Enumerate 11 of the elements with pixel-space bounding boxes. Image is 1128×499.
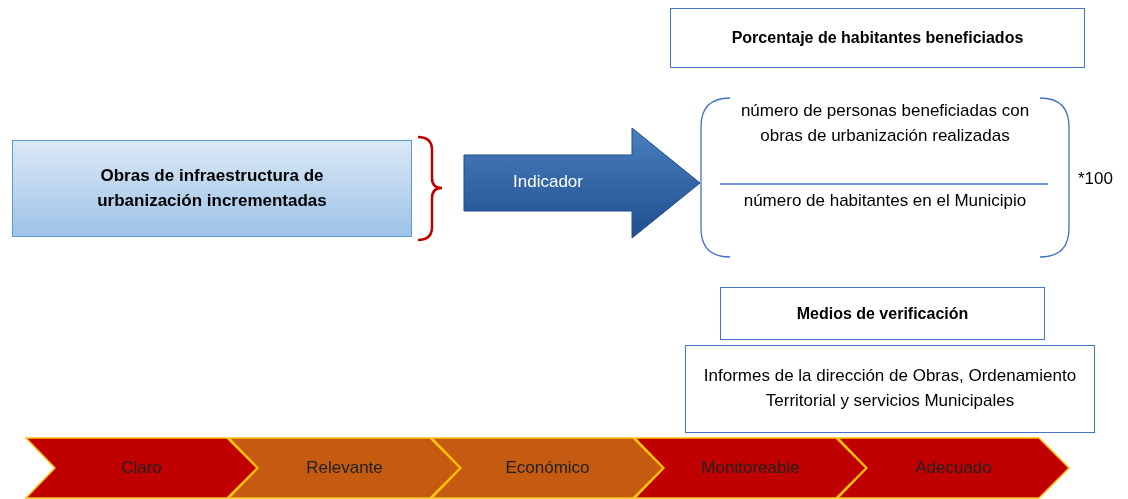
denominator-text: número de habitantes en el Municipio — [742, 190, 1028, 212]
heading-box: Medios de verificación — [720, 287, 1045, 340]
edge-label: Indicador — [512, 172, 584, 192]
numerator-text: número de personas beneficiadas con obras de urbanización realizadas — [739, 100, 1031, 147]
step-label: Adecuado — [914, 458, 993, 478]
text-box: Informes de la dirección de Obras, Ordenamiento Territorial y servicios Municipales — [685, 345, 1095, 433]
block-arrow — [463, 127, 701, 239]
objective-box: Obras de infraestructura de urbanización incrementadas — [12, 140, 412, 237]
multiplier-text: *100 — [1078, 169, 1113, 189]
step-label: Claro — [120, 458, 163, 478]
title-box: Porcentaje de habitantes beneficiados — [670, 8, 1085, 68]
